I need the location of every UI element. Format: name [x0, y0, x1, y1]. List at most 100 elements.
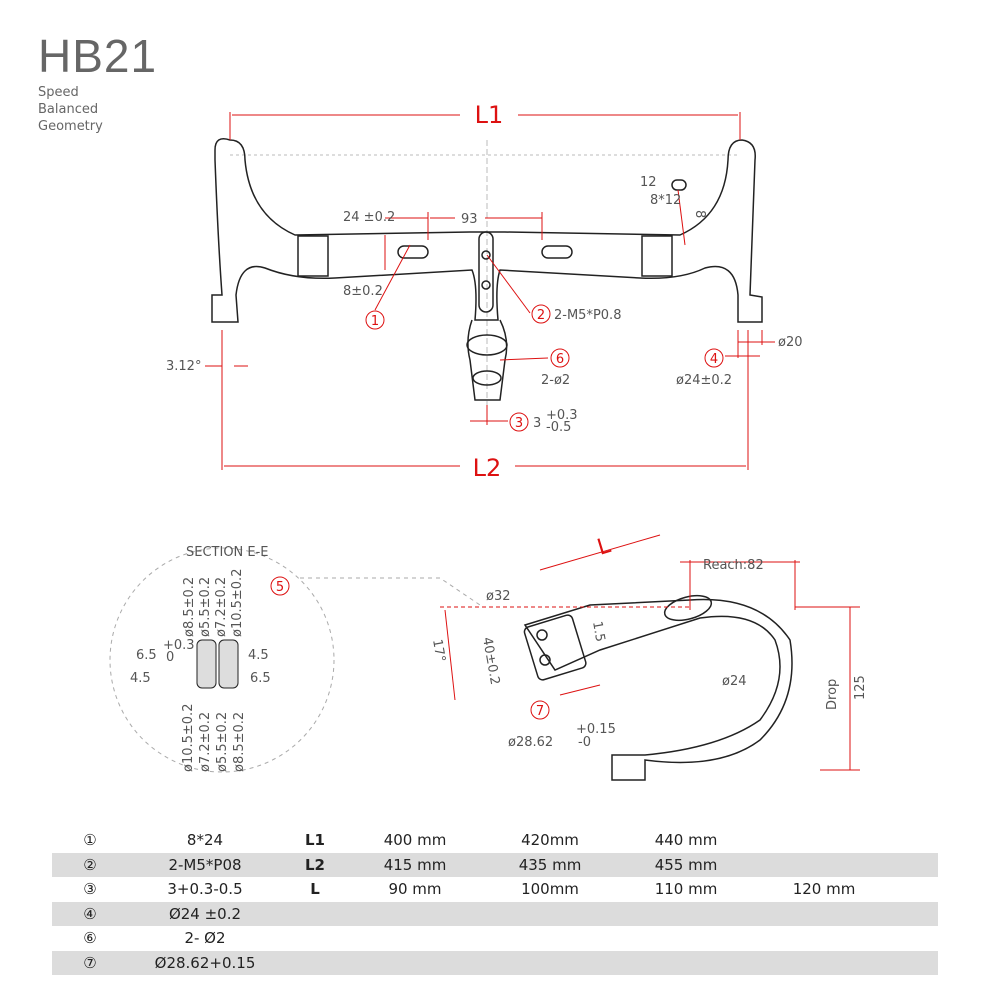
table-cell: 3+0.3-0.5 — [167, 880, 243, 899]
section-dim-bottom-3: ø5.5±0.2 — [215, 712, 230, 772]
handlebar-top-view — [211, 138, 763, 425]
section-dim-top-4: ø10.5±0.2 — [230, 569, 245, 637]
drop-label: Drop — [825, 679, 840, 710]
table-row: ① 8*24 L1 400 mm 420mm 440 mm — [52, 828, 938, 853]
callout-2 — [531, 304, 551, 324]
callout-3 — [509, 412, 529, 432]
callout-1 — [365, 310, 385, 330]
drop-value: 125 — [853, 675, 868, 700]
table-row: ⑦ Ø28.62+0.15 — [52, 950, 938, 975]
table-row: ④ Ø24 ±0.2 — [52, 901, 938, 926]
reach-label: Reach:82 — [703, 558, 764, 573]
slot-spacing: 93 — [461, 212, 478, 227]
table-cell: 455 mm — [654, 855, 718, 874]
hole-width: 12 — [640, 175, 657, 190]
callout-2-text: 2-M5*P0.8 — [554, 308, 621, 323]
section-e-e — [196, 639, 239, 689]
slot-width: 24 ±0.2 — [343, 210, 395, 225]
technical-drawing: L1 L2 24 ±0.2 93 8±0.2 12 8*12 8 1 2 2-M… — [109, 101, 868, 781]
table-row: ② 2-M5*P08 L2 415 mm 435 mm 455 mm — [52, 852, 938, 877]
product-title: HB21 — [38, 30, 158, 82]
bar-diameter: ø24 — [722, 674, 747, 689]
table-cell: 110 mm — [654, 880, 718, 899]
table-cell: ① — [83, 831, 97, 850]
hole-size: 8*12 — [650, 193, 681, 208]
subtitle-3: Geometry — [38, 119, 103, 134]
flare-angle: 3.12° — [166, 359, 201, 374]
callout-7 — [530, 700, 550, 720]
callout-5 — [270, 576, 290, 596]
drop-diameter: ø20 — [778, 335, 803, 350]
callout-4 — [704, 348, 724, 368]
subtitle-2: Balanced — [38, 102, 99, 117]
table-cell: 435 mm — [518, 855, 582, 874]
table-cell: L — [310, 880, 320, 899]
table-cell: L2 — [305, 855, 325, 874]
table-cell: 8*24 — [186, 831, 224, 850]
section-dim-bottom-4: ø8.5±0.2 — [232, 712, 247, 772]
table-cell: ④ — [83, 904, 97, 923]
table-cell: 90 mm — [388, 880, 442, 899]
table-cell: ⑦ — [83, 953, 97, 972]
table-cell: 2-M5*P08 — [168, 855, 242, 874]
callout-6-number: 6 — [556, 352, 564, 367]
handlebar-side-view — [523, 594, 793, 781]
label-L: L — [594, 533, 614, 561]
clamp-diameter: ø32 — [486, 589, 511, 604]
section-side-3: 4.5 — [248, 648, 269, 663]
callout-3-text: 3 — [533, 416, 541, 431]
section-dim-top-1: ø8.5±0.2 — [182, 577, 197, 637]
table-cell: ⑥ — [83, 929, 97, 948]
section-tol-dn: 0 — [166, 650, 174, 665]
callout-5-number: 5 — [276, 580, 284, 595]
section-tol-up: +0.3 — [163, 638, 195, 653]
callout-6-text: 2-ø2 — [541, 373, 570, 388]
section-title: SECTION E-E — [186, 545, 269, 560]
section-dim-bottom-2: ø7.2±0.2 — [198, 712, 213, 772]
section-dim-bottom-1: ø10.5±0.2 — [181, 704, 196, 772]
callout-7-number: 7 — [536, 704, 544, 719]
table-cell: 420mm — [521, 831, 579, 850]
spacer-thickness: 1.5 — [589, 620, 607, 643]
stack-height: 40±0.2 — [479, 636, 502, 686]
table-cell: 415 mm — [383, 855, 447, 874]
steerer-tol-dn: -0 — [578, 735, 591, 750]
callout-2-number: 2 — [537, 308, 545, 323]
table-cell: 400 mm — [383, 831, 447, 850]
callout-1-number: 1 — [371, 314, 379, 329]
table-row: ③ 3+0.3-0.5 L 90 mm 100mm 110 mm 120 mm — [52, 877, 938, 902]
section-dim-top-2: ø5.5±0.2 — [198, 577, 213, 637]
table-cell: L1 — [305, 831, 325, 850]
spec-table: ① 8*24 L1 400 mm 420mm 440 mm ② 2-M5*P08 L2 415 m… — [52, 828, 938, 975]
table-cell: ② — [83, 855, 97, 874]
table-cell: ③ — [83, 880, 97, 899]
table-row: ⑥ 2- Ø2 — [52, 926, 938, 951]
section-detail-circle — [109, 547, 335, 773]
top-dimensions — [205, 112, 775, 470]
rise-angle: 17° — [429, 638, 448, 663]
side-dimensions — [440, 534, 860, 771]
table-cell: 440 mm — [654, 831, 718, 850]
section-side-1: 6.5 — [136, 648, 157, 663]
callout-3-number: 3 — [515, 416, 523, 431]
section-side-2: 4.5 — [130, 671, 151, 686]
callout-4-text: ø24±0.2 — [676, 373, 732, 388]
callout-6 — [550, 348, 570, 368]
section-side-4: 6.5 — [250, 671, 271, 686]
callout-4-number: 4 — [710, 352, 718, 367]
table-cell: 120 mm — [792, 880, 856, 899]
hole-height: 8 — [692, 210, 707, 218]
label-L2: L2 — [473, 454, 502, 482]
table-cell: Ø28.62+0.15 — [154, 953, 256, 972]
steerer-diameter: ø28.62 — [508, 735, 553, 750]
slot-height: 8±0.2 — [343, 284, 383, 299]
section-dim-top-3: ø7.2±0.2 — [214, 577, 229, 637]
subtitle-1: Speed — [38, 85, 79, 100]
steerer-tol-up: +0.15 — [576, 722, 616, 737]
table-cell: 100mm — [521, 880, 579, 899]
table-cell: Ø24 ±0.2 — [168, 904, 242, 923]
table-cell: 2- Ø2 — [184, 929, 226, 948]
callout-3-tol-dn: -0.5 — [546, 420, 571, 435]
callout-3-tol-up: +0.3 — [546, 408, 578, 423]
